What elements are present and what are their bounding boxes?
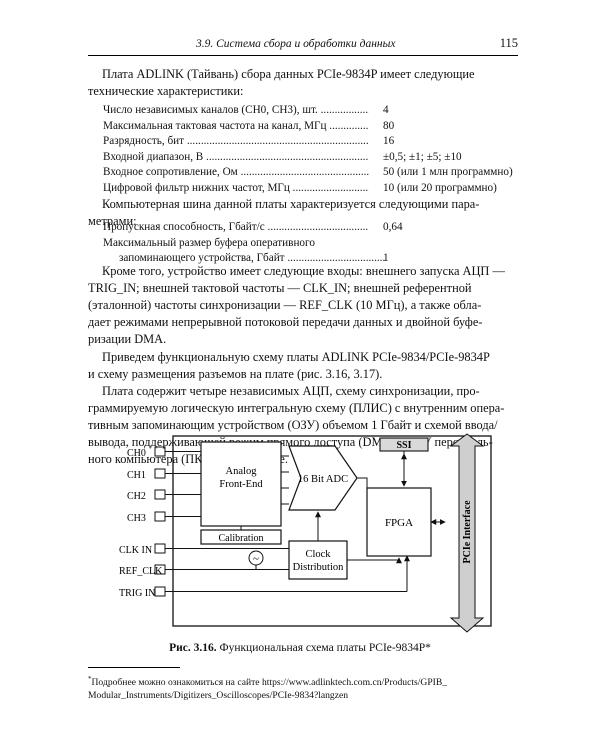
spec-row: Разрядность, бит 16: [103, 134, 513, 150]
text-line: Плата ADLINK (Тайвань) сбора данных PCIe…: [102, 67, 475, 81]
pcie-bus-arrow: [449, 433, 485, 633]
spec-label: Входной диапазон, В: [103, 150, 369, 166]
spec-value: ±0,5; ±1; ±5; ±10: [383, 150, 462, 163]
connector-ch0: [154, 446, 166, 457]
inputs-paragraph: Кроме того, устройство имеет следующие в…: [88, 263, 518, 348]
calibration-label: Calibration: [219, 533, 264, 544]
clock-label: Clock: [305, 549, 331, 560]
description-paragraph: Плата содержит четыре независимых АЦП, с…: [88, 356, 518, 468]
board-outline: [172, 435, 492, 627]
adc-label: 16 Bit ADC: [298, 474, 348, 485]
spec-row: Максимальный размер буфера оперативного: [103, 236, 513, 252]
spec-label: Максимальный размер буфера оперативного: [103, 236, 315, 249]
clock-distribution-block: [288, 540, 348, 580]
spec-value: 4: [383, 104, 389, 116]
afe-label: Front-End: [219, 479, 263, 490]
intro-paragraph: Плата ADLINK (Тайвань) сбора данных PCIe…: [88, 66, 518, 100]
afe-label: Analog: [226, 466, 258, 477]
bus-spec-list: Пропускная способность, Гбайт/с 0,64 Мак…: [103, 220, 513, 267]
text-line: Кроме того, устройство имеет следующие в…: [102, 264, 505, 278]
footnote: *Подробнее можно ознакомиться на сайте h…: [88, 673, 518, 702]
functional-diagram: CH0 CH1 CH2 CH3 CLK IN REF_CLK TRIG IN: [117, 432, 497, 638]
text-line: (эталонной) частоты синхронизации — REF_…: [88, 298, 482, 312]
spec-value: 1: [383, 252, 389, 264]
footnote-marker: *: [88, 675, 92, 683]
oscillator-symbol: ~: [253, 553, 259, 565]
connector-trig-in: [154, 586, 166, 597]
connector-clk-in: [154, 543, 166, 554]
section-title: 3.9. Система сбора и обработки данных: [196, 38, 396, 50]
footnote-text: Modular_Instruments/Digitizers_Oscillosc…: [88, 690, 349, 702]
input-label-ch3: CH3: [127, 513, 146, 524]
spec-label: Число независимых каналов (CH0, CH3), шт…: [103, 103, 369, 119]
text-line: тивным запоминающим устройством (ОЗУ) об…: [88, 418, 498, 432]
fpga-block: [366, 487, 432, 557]
running-head: 3.9. Система сбора и обработки данных 11…: [88, 35, 518, 56]
spec-row: Максимальная тактовая частота на канал, …: [103, 119, 513, 135]
spec-label: запоминающего устройства, Гбайт: [103, 251, 385, 267]
text-line: Компьютерная шина данной платы характери…: [102, 197, 480, 211]
analog-front-end-block: [200, 441, 282, 527]
clock-label: Distribution: [293, 562, 345, 573]
input-label-ch1: CH1: [127, 470, 146, 481]
page-number: 115: [499, 36, 518, 50]
spec-value: 16: [383, 135, 395, 147]
text-line: технические характеристики:: [88, 84, 244, 98]
spec-row: Число независимых каналов (CH0, CH3), шт…: [103, 103, 513, 119]
spec-label: Разрядность, бит: [103, 134, 369, 150]
footnote-divider: [88, 667, 180, 668]
text-line: Плата содержит четыре независимых АЦП, с…: [102, 384, 480, 398]
input-label-ch2: CH2: [127, 491, 146, 502]
text-line: TRIG_IN; внешней тактовой частоты — CLK_…: [88, 281, 472, 295]
figure-caption: Рис. 3.16. Функциональная схема платы PC…: [0, 642, 600, 654]
input-label-ch0: CH0: [127, 448, 146, 459]
footnote-text: Подробнее можно ознакомиться на сайте ht…: [91, 677, 448, 689]
input-label-clk-in: CLK IN: [119, 545, 152, 556]
figure-number: Рис. 3.16.: [169, 642, 217, 654]
connector-ch2: [154, 489, 166, 500]
spec-value: 80: [383, 119, 395, 132]
spec-label: Входное сопротивление, Ом: [103, 165, 369, 181]
input-label-trig-in: TRIG IN: [119, 588, 155, 599]
spec-label: Пропускная способность, Гбайт/с: [103, 220, 369, 236]
spec-value: 0,64: [383, 221, 403, 233]
text-line: граммируемую логическую интегральную схе…: [88, 401, 505, 415]
spec-row: Пропускная способность, Гбайт/с 0,64: [103, 220, 513, 236]
ssi-label: SSI: [396, 440, 411, 451]
figure-caption-text: Функциональная схема платы PCIe-9834P*: [219, 642, 431, 654]
spec-row: Входной диапазон, В ±0,5; ±1; ±5; ±10: [103, 150, 513, 166]
spec-list: Число независимых каналов (CH0, CH3), шт…: [103, 103, 513, 196]
spec-value: 10 (или 20 программно): [383, 181, 497, 194]
text-line: и схему размещения разъемов на плате (ри…: [88, 367, 383, 381]
connector-ch3: [154, 511, 166, 522]
spec-label: Максимальная тактовая частота на канал, …: [103, 119, 369, 135]
text-line: дает режимами непрерывной потоковой пере…: [88, 315, 483, 329]
adc-block: [288, 445, 358, 511]
connector-ch1: [154, 468, 166, 479]
text-line: ризации DMA.: [88, 332, 167, 346]
text-line: Приведем функциональную схему платы ADLI…: [102, 350, 490, 364]
spec-label: Цифровой фильтр нижних частот, МГц: [103, 181, 369, 197]
spec-row: запоминающего устройства, Гбайт 1: [103, 251, 513, 267]
fpga-label: FPGA: [385, 517, 413, 529]
spec-row: Цифровой фильтр нижних частот, МГц 10 (и…: [103, 181, 513, 197]
reference-paragraph: Приведем функциональную схему платы ADLI…: [88, 349, 518, 383]
spec-row: Входное сопротивление, Ом 50 (или 1 млн …: [103, 165, 513, 181]
input-label-ref-clk: REF_CLK: [119, 566, 163, 577]
spec-value: 50 (или 1 млн программно): [383, 166, 513, 178]
pcie-interface-label: PCIe Interface: [462, 500, 473, 564]
